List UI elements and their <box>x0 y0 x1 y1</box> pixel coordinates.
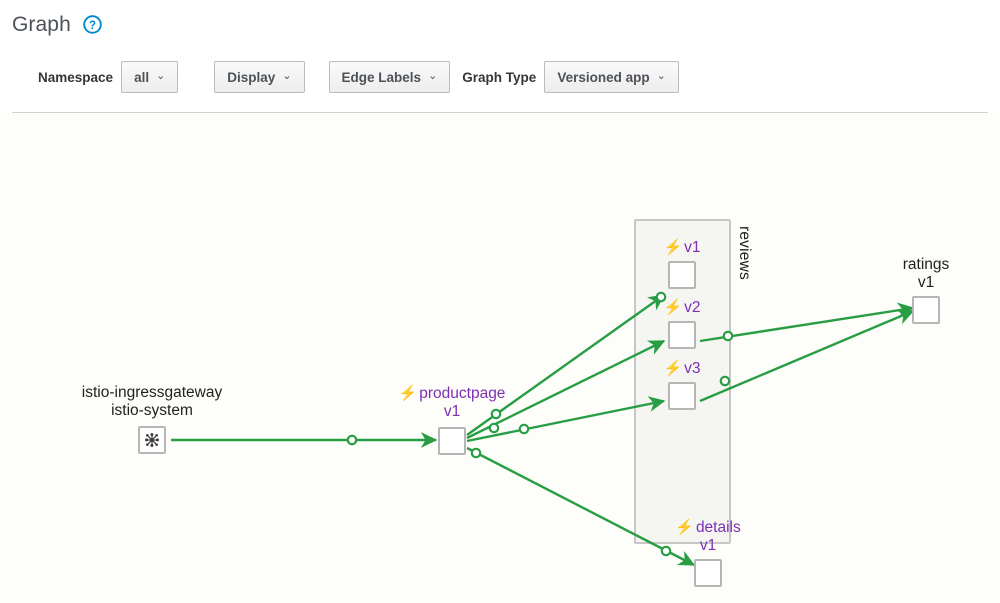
edge-midpoint-marker <box>346 434 358 446</box>
graph-type-dropdown-value: Versioned app <box>557 69 650 85</box>
chevron-down-icon: ⌄ <box>156 69 166 82</box>
node-label-line1: ⚡productpage <box>378 385 526 404</box>
node-label-text: productpage <box>419 385 506 402</box>
edge-labels-dropdown-label: Edge Labels <box>341 69 422 85</box>
node-label-line1: istio-ingressgateway <box>81 384 223 401</box>
node-label-text: details <box>695 519 741 536</box>
edge-midpoint-marker <box>470 447 482 459</box>
edge-productpage-reviews-v2 <box>466 339 666 440</box>
namespace-dropdown[interactable]: all ⌄ <box>121 61 179 93</box>
node-istio-ingressgateway[interactable]: istio-ingressgateway istio-system <box>55 384 249 470</box>
node-shape-reviews-v2[interactable] <box>668 321 696 349</box>
svg-text:?: ? <box>89 20 96 32</box>
edge-labels-dropdown[interactable]: Edge Labels ⌄ <box>328 61 451 93</box>
node-shape-productpage[interactable] <box>438 427 466 455</box>
node-shape-ratings[interactable] <box>912 296 940 324</box>
bolt-icon: ⚡ <box>663 299 683 316</box>
edge-midpoint-marker <box>518 423 530 435</box>
bolt-icon: ⚡ <box>398 385 418 402</box>
edge-midpoint-marker <box>488 422 500 434</box>
node-label-line2: v1 <box>699 537 717 554</box>
node-label-line1: ⚡v1 <box>640 239 724 258</box>
chevron-down-icon: ⌄ <box>428 69 438 82</box>
display-dropdown[interactable]: Display ⌄ <box>214 61 305 93</box>
graph-toolbar: Namespace all ⌄ Display ⌄ Edge Labels ⌄ … <box>38 60 679 94</box>
node-label-line2: v1 <box>917 274 935 291</box>
page-title: Graph <box>12 13 71 36</box>
node-reviews-v3[interactable]: ⚡v3 <box>640 360 724 414</box>
graph-type-dropdown[interactable]: Versioned app ⌄ <box>544 61 679 93</box>
display-dropdown-label: Display <box>227 69 276 85</box>
node-label-text: v1 <box>684 239 701 256</box>
page-header: Graph ? Namespace all ⌄ Display ⌄ <box>0 0 1000 113</box>
edge-productpage-details-v1 <box>466 446 696 567</box>
node-label-text: v3 <box>684 360 701 377</box>
node-shape-reviews-v3[interactable] <box>668 382 696 410</box>
node-reviews-v1[interactable]: ⚡v1 <box>640 239 724 293</box>
edge-reviews-v2-ratings <box>699 302 915 343</box>
node-label-line1: ⚡v2 <box>640 299 724 318</box>
node-label-line1: ⚡v3 <box>640 360 724 379</box>
mesh-topology-icon <box>145 433 159 447</box>
node-productpage-v1[interactable]: ⚡productpage v1 <box>378 385 526 471</box>
edge-midpoint-marker <box>660 545 672 557</box>
node-label-line1: ratings <box>902 256 950 273</box>
edge-midpoint-marker <box>719 375 731 387</box>
edge-midpoint-marker <box>490 408 502 420</box>
namespace-dropdown-value: all <box>134 69 150 85</box>
title-row: Graph ? <box>12 14 102 35</box>
chevron-down-icon: ⌄ <box>282 69 292 82</box>
node-label-line2: istio-system <box>111 402 193 419</box>
node-label-text: v2 <box>684 299 701 316</box>
node-label-line1: ⚡details <box>652 519 764 538</box>
edge-midpoint-marker <box>722 330 734 342</box>
bolt-icon: ⚡ <box>663 239 683 256</box>
node-shape-reviews-v1[interactable] <box>668 261 696 289</box>
chevron-down-icon: ⌄ <box>656 69 666 82</box>
graph-canvas[interactable]: reviews <box>0 113 1000 603</box>
group-label-reviews: reviews <box>736 226 753 280</box>
namespace-label: Namespace <box>38 69 114 85</box>
node-reviews-v2[interactable]: ⚡v2 <box>640 299 724 353</box>
edge-midpoint-marker <box>655 291 667 303</box>
node-shape-details[interactable] <box>694 559 722 587</box>
bolt-icon: ⚡ <box>675 519 694 536</box>
graph-edges-layer <box>171 291 915 567</box>
node-label-line2: v1 <box>443 403 461 420</box>
header-divider <box>12 112 988 113</box>
node-shape-gateway[interactable] <box>138 426 166 454</box>
question-circle-icon[interactable]: ? <box>83 15 102 34</box>
node-details-v1[interactable]: ⚡details v1 <box>652 519 764 597</box>
node-ratings-v1[interactable]: ratings v1 <box>870 256 982 334</box>
bolt-icon: ⚡ <box>663 360 683 377</box>
edge-productpage-reviews-v3 <box>466 396 666 443</box>
edge-reviews-v3-ratings <box>699 309 915 403</box>
graph-type-label: Graph Type <box>462 69 537 85</box>
